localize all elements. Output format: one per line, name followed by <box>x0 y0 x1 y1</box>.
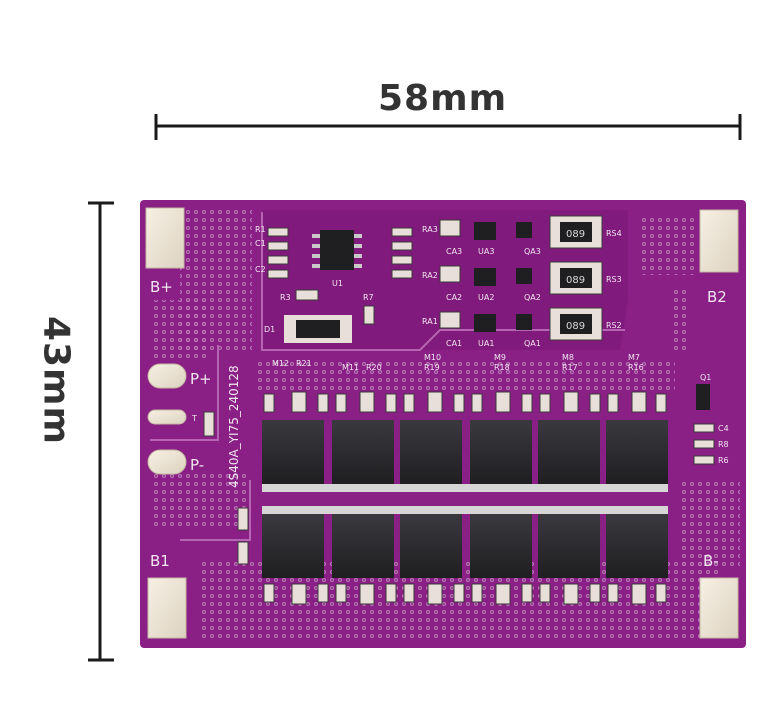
resistor-array-left <box>267 227 413 325</box>
pad-b1 <box>147 577 187 639</box>
label-u1: U1 <box>332 279 343 288</box>
mosfet-top-row <box>262 420 668 484</box>
chip-marking-1: 089 <box>566 321 585 332</box>
label-r8: R8 <box>718 440 729 449</box>
mosfet-grid <box>262 420 668 578</box>
gate-resistors-bottom <box>263 583 667 605</box>
label-r7: R7 <box>363 293 374 302</box>
label-p-minus: P- <box>190 456 204 474</box>
label-ua1: UA1 <box>478 339 494 348</box>
label-ca3: CA3 <box>446 247 462 256</box>
label-rs3: RS3 <box>606 275 622 284</box>
label-p-plus: P+ <box>190 370 212 388</box>
label-d1: D1 <box>264 325 275 334</box>
label-t: T <box>191 414 197 423</box>
label-c2: C2 <box>255 265 266 274</box>
label-b2: B2 <box>707 288 727 306</box>
chip-marking-3: 089 <box>566 229 585 240</box>
left-resistors <box>203 411 249 565</box>
label-ra3: RA3 <box>422 225 438 234</box>
label-rs2: RS2 <box>606 321 622 330</box>
label-qa2: QA2 <box>524 293 541 302</box>
height-dimension-line <box>88 201 114 662</box>
label-q1: Q1 <box>700 373 711 382</box>
label-m10: M10 <box>424 353 441 362</box>
width-dimension-label: 58mm <box>378 78 508 119</box>
board-id-silkscreen: 4S40A_YI75_240128 <box>227 365 241 488</box>
label-r20: R20 <box>366 363 382 372</box>
height-dimension-label: 43mm <box>35 315 77 446</box>
label-r18: R18 <box>494 363 510 372</box>
pad-t <box>147 409 187 425</box>
transistor-q1 <box>696 384 710 410</box>
pad-b-plus <box>145 207 185 269</box>
label-r19: R19 <box>424 363 440 372</box>
mosfet-bottom-row <box>262 514 668 578</box>
label-r1: R1 <box>255 225 266 234</box>
label-b-minus: B- <box>703 552 719 570</box>
label-m12: M12 <box>272 359 289 368</box>
label-qa1: QA1 <box>524 339 541 348</box>
balance-channel-3: 089 <box>439 215 603 249</box>
label-r16: R16 <box>628 363 644 372</box>
label-r17: R17 <box>562 363 578 372</box>
balance-channel-2: 089 <box>439 261 603 295</box>
label-b-plus: B+ <box>150 278 173 296</box>
diode-d1 <box>284 315 352 343</box>
label-rs4: RS4 <box>606 229 622 238</box>
label-ua2: UA2 <box>478 293 494 302</box>
label-r21: R21 <box>296 359 312 368</box>
label-qa3: QA3 <box>524 247 541 256</box>
label-ua3: UA3 <box>478 247 494 256</box>
width-dimension-line <box>154 114 742 140</box>
label-m7: M7 <box>628 353 640 362</box>
balance-channel-1: 089 <box>439 307 603 341</box>
label-m11: M11 <box>342 363 359 372</box>
label-b1: B1 <box>150 552 170 570</box>
label-c4: C4 <box>718 424 729 433</box>
pad-p-plus <box>147 363 187 389</box>
label-ra2: RA2 <box>422 271 438 280</box>
pad-b2 <box>699 209 739 273</box>
chip-marking-2: 089 <box>566 275 585 286</box>
gate-resistors-top <box>263 391 667 413</box>
label-ra1: RA1 <box>422 317 438 326</box>
label-r6: R6 <box>718 456 729 465</box>
right-small-parts <box>693 423 715 465</box>
mosfet-tabs <box>262 484 668 514</box>
label-ca1: CA1 <box>446 339 462 348</box>
label-r3: R3 <box>280 293 291 302</box>
label-m8: M8 <box>562 353 574 362</box>
label-ca2: CA2 <box>446 293 462 302</box>
pad-b-minus <box>699 577 739 639</box>
label-m9: M9 <box>494 353 506 362</box>
label-c1: C1 <box>255 239 266 248</box>
pad-p-minus <box>147 449 187 475</box>
control-ic-u1 <box>312 230 362 270</box>
